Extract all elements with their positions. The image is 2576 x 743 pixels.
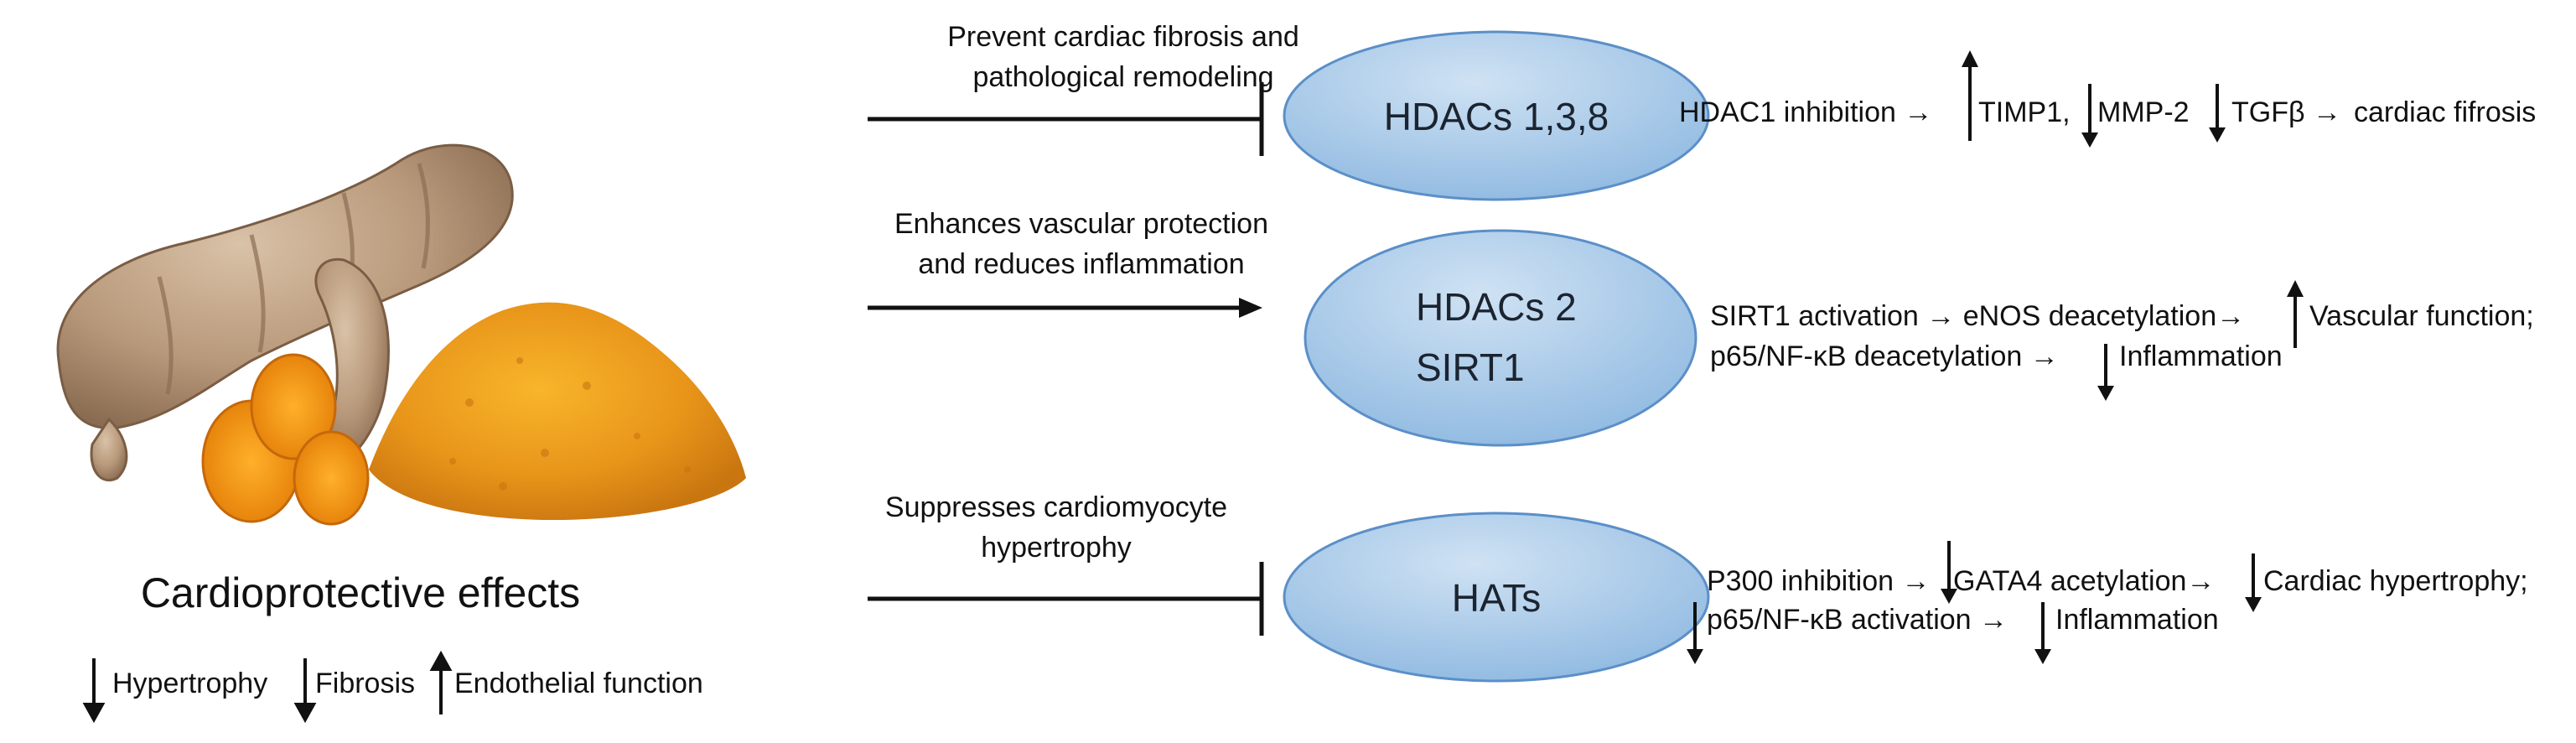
cardioprotective-title: Cardioprotective effects (140, 569, 581, 616)
inhibition-connector-3 (868, 562, 1264, 636)
target-hdacs-1-3-8: HDACs 1,3,8 (1383, 95, 1609, 138)
row1-label: Prevent cardiac fibrosis and pathologica… (947, 21, 1299, 93)
turmeric-slices (201, 353, 370, 526)
row3-effect-inflammation: Inflammation (2055, 604, 2219, 636)
row2-effect-p65-deacetylation: p65/NF-κB deacetylation → (1710, 340, 2059, 372)
target-ellipse-hdacs-1-3-8 (1283, 30, 1710, 201)
inhibition-connector-1 (868, 82, 1264, 156)
activation-connector-2 (868, 298, 1262, 318)
row1-effect-mmp2: MMP-2 (2097, 96, 2190, 128)
target-ellipse-hdacs-2-sirt1 (1304, 229, 1697, 447)
row2-effect-sirt1-activation: SIRT1 activation → eNOS deacetylation→ (1710, 300, 2246, 332)
row2-effect-inflammation: Inflammation (2119, 340, 2283, 372)
row3-effect-p65-activation: p65/NF-κB activation → (1707, 604, 2008, 636)
effect-hypertrophy: Hypertrophy (112, 668, 268, 699)
row3-effect-gata4-acetylation: GATA4 acetylation→ (1953, 565, 2216, 597)
target-hdacs-2: HDACs 2 (1416, 285, 1577, 329)
target-ellipse-hats (1283, 512, 1710, 683)
turmeric-illustration (56, 143, 746, 526)
row3-label: Suppresses cardiomyocyte hypertrophy (884, 491, 1228, 564)
target-sirt1: SIRT1 (1416, 346, 1525, 389)
row2-effect-vascular-function: Vascular function; (2309, 300, 2534, 332)
effect-fibrosis: Fibrosis (315, 668, 416, 699)
row1-effect-tgfb: TGFβ → (2231, 96, 2341, 128)
target-hats: HATs (1451, 576, 1542, 620)
row3-effect-cardiac-hypertrophy: Cardiac hypertrophy; (2263, 565, 2528, 597)
row1-effect-cardiac-fifrosis: cardiac fifrosis (2354, 96, 2537, 128)
effect-endothelial-function: Endothelial function (454, 668, 703, 699)
row1-effect-hdac1-inhibition: HDAC1 inhibition → (1679, 96, 1933, 128)
turmeric-powder-pile (369, 302, 746, 520)
row1-effect-timp1: TIMP1, (1978, 96, 2071, 128)
row3-effect-p300-inhibition: P300 inhibition → (1707, 565, 1931, 597)
row2-label: Enhances vascular protection and reduces… (894, 208, 1269, 280)
